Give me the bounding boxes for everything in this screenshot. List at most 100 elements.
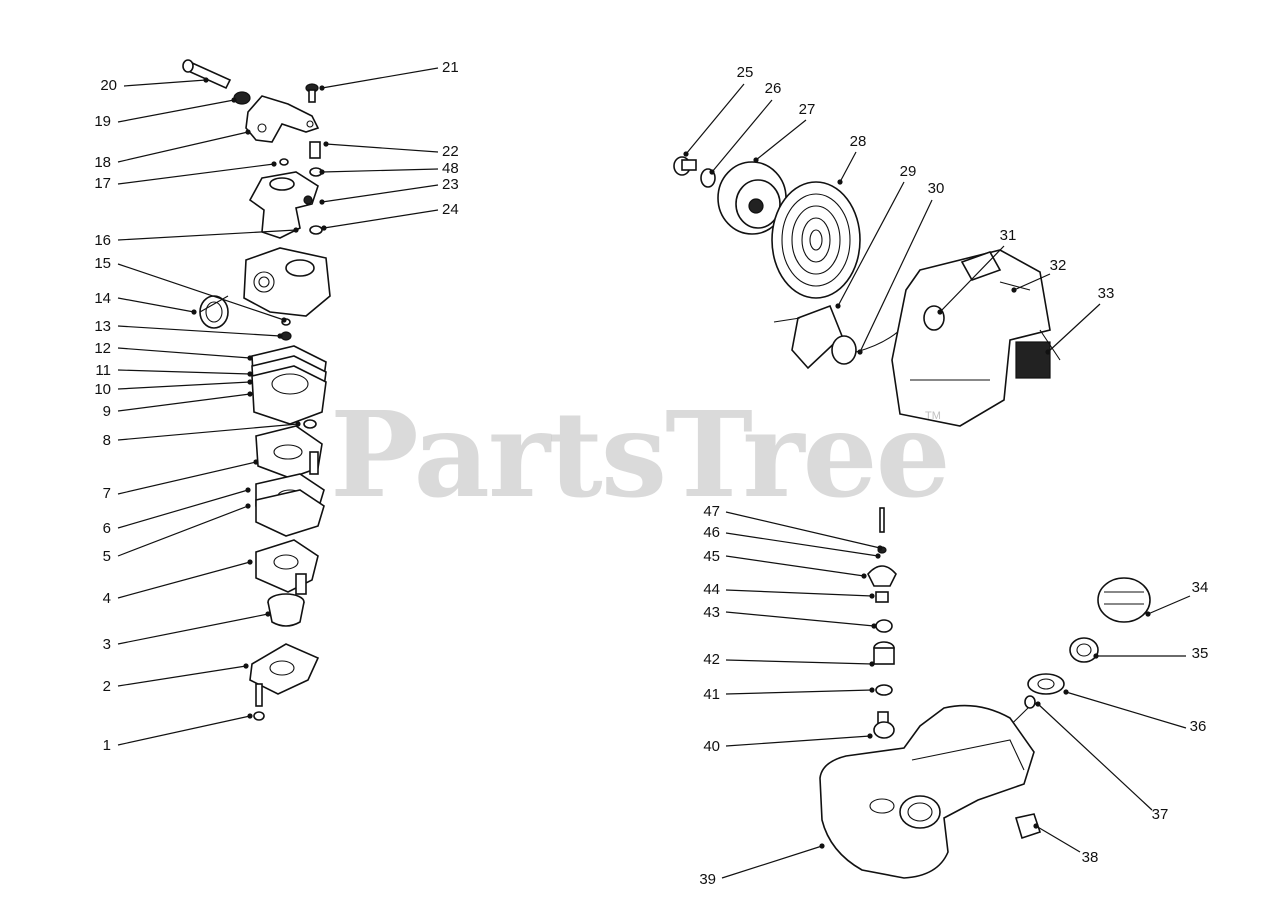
callout-35[interactable]: 35 bbox=[1093, 645, 1208, 662]
callout-label-40: 40 bbox=[703, 738, 720, 755]
callout-32[interactable]: 32 bbox=[1011, 257, 1066, 293]
callout-2[interactable]: 2 bbox=[103, 663, 249, 695]
part-40-mount[interactable] bbox=[873, 711, 895, 739]
part-12-9-gaskets[interactable] bbox=[251, 345, 327, 425]
part-18-lever[interactable] bbox=[245, 95, 320, 143]
callout-47[interactable]: 47 bbox=[703, 503, 883, 551]
callout-23[interactable]: 23 bbox=[319, 176, 459, 205]
callout-43[interactable]: 43 bbox=[703, 604, 877, 629]
callout-27[interactable]: 27 bbox=[753, 101, 815, 163]
callout-29[interactable]: 29 bbox=[835, 163, 916, 309]
callout-label-39: 39 bbox=[699, 871, 716, 888]
callout-1[interactable]: 1 bbox=[103, 713, 253, 754]
part-35-cap-insert[interactable] bbox=[1069, 637, 1099, 663]
part-24-washer[interactable] bbox=[309, 225, 323, 235]
part-2-gasket-plate[interactable] bbox=[249, 643, 320, 695]
callout-45[interactable]: 45 bbox=[703, 548, 867, 579]
callout-6[interactable]: 6 bbox=[103, 487, 251, 537]
part-27-pulley[interactable] bbox=[717, 161, 787, 235]
callout-17[interactable]: 17 bbox=[94, 161, 277, 192]
callout-33[interactable]: 33 bbox=[1045, 285, 1114, 355]
part-31-33-starter-housing[interactable] bbox=[891, 249, 1061, 427]
callout-15[interactable]: 15 bbox=[94, 255, 287, 323]
callout-39[interactable]: 39 bbox=[699, 843, 825, 888]
callout-9[interactable]: 9 bbox=[103, 391, 253, 420]
callout-36[interactable]: 36 bbox=[1063, 689, 1206, 735]
part-20-pin[interactable] bbox=[182, 59, 232, 90]
callout-48[interactable]: 48 bbox=[319, 160, 459, 177]
callout-7[interactable]: 7 bbox=[103, 459, 259, 502]
callout-34[interactable]: 34 bbox=[1145, 579, 1208, 617]
callout-label-43: 43 bbox=[703, 604, 720, 621]
callout-11[interactable]: 11 bbox=[95, 362, 253, 379]
part-44-spacer[interactable] bbox=[875, 591, 889, 603]
callout-label-46: 46 bbox=[703, 524, 720, 541]
part-17-screw[interactable] bbox=[279, 158, 289, 166]
part-4-cover[interactable] bbox=[255, 539, 319, 595]
part-39-fuel-tank[interactable] bbox=[819, 704, 1035, 879]
part-34-fuel-cap[interactable] bbox=[1097, 577, 1151, 623]
callout-18[interactable]: 18 bbox=[94, 129, 251, 171]
part-22-screw[interactable] bbox=[309, 141, 321, 159]
callout-31[interactable]: 31 bbox=[937, 227, 1016, 315]
part-47-screw[interactable] bbox=[879, 507, 885, 533]
callout-label-38: 38 bbox=[1082, 849, 1099, 866]
callout-42[interactable]: 42 bbox=[703, 651, 875, 668]
callout-21[interactable]: 21 bbox=[319, 59, 459, 91]
leader-line-36 bbox=[1065, 691, 1187, 729]
leader-dot-20 bbox=[203, 77, 209, 83]
leader-dot-21 bbox=[319, 85, 325, 91]
callout-38[interactable]: 38 bbox=[1033, 823, 1098, 866]
part-19-nut[interactable] bbox=[233, 91, 251, 105]
part-5-gasket[interactable] bbox=[255, 489, 325, 537]
part-42-bushing[interactable] bbox=[873, 641, 895, 665]
part-1-screw[interactable] bbox=[253, 683, 265, 721]
callout-label-4: 4 bbox=[103, 590, 111, 607]
part-29-handle[interactable] bbox=[773, 304, 857, 370]
callout-3[interactable]: 3 bbox=[103, 611, 271, 653]
callout-44[interactable]: 44 bbox=[703, 581, 875, 599]
leader-line-46 bbox=[725, 532, 879, 557]
leader-line-21 bbox=[321, 67, 439, 89]
part-38-grommet[interactable] bbox=[1014, 813, 1042, 840]
callout-41[interactable]: 41 bbox=[703, 686, 875, 703]
callout-25[interactable]: 25 bbox=[683, 64, 753, 157]
leader-line-42 bbox=[725, 659, 873, 665]
callout-22[interactable]: 22 bbox=[323, 141, 459, 160]
callout-4[interactable]: 4 bbox=[103, 559, 253, 607]
part-45-cap[interactable] bbox=[867, 565, 897, 587]
callout-40[interactable]: 40 bbox=[703, 733, 873, 755]
part-16-carb-body[interactable] bbox=[243, 247, 331, 317]
callout-14[interactable]: 14 bbox=[94, 290, 197, 315]
callout-26[interactable]: 26 bbox=[709, 80, 781, 175]
callout-13[interactable]: 13 bbox=[94, 318, 283, 339]
callout-5[interactable]: 5 bbox=[103, 503, 251, 565]
part-8-washer[interactable] bbox=[303, 419, 317, 429]
callout-label-30: 30 bbox=[928, 180, 945, 197]
part-23-throttle-body[interactable] bbox=[248, 171, 319, 239]
callout-label-25: 25 bbox=[737, 64, 754, 81]
part-41-washer[interactable] bbox=[875, 684, 893, 696]
part-14-seal-ring[interactable] bbox=[199, 295, 229, 329]
part-28-spring[interactable] bbox=[771, 181, 861, 299]
callout-28[interactable]: 28 bbox=[837, 133, 866, 185]
callout-label-26: 26 bbox=[765, 80, 782, 97]
callout-19[interactable]: 19 bbox=[94, 97, 237, 130]
part-43-washer[interactable] bbox=[875, 619, 893, 633]
callout-46[interactable]: 46 bbox=[703, 524, 881, 559]
callout-12[interactable]: 12 bbox=[94, 340, 253, 361]
callout-30[interactable]: 30 bbox=[857, 180, 944, 355]
callout-37[interactable]: 37 bbox=[1035, 701, 1168, 823]
part-21-screw[interactable] bbox=[305, 83, 319, 103]
callout-24[interactable]: 24 bbox=[321, 201, 459, 231]
callout-10[interactable]: 10 bbox=[94, 379, 253, 398]
part-36-gasket[interactable] bbox=[1027, 673, 1065, 695]
part-25-bolt[interactable] bbox=[673, 156, 697, 176]
callout-16[interactable]: 16 bbox=[94, 227, 299, 249]
leader-line-13 bbox=[117, 325, 281, 337]
part-3-filter-cup[interactable] bbox=[267, 593, 305, 627]
callout-8[interactable]: 8 bbox=[103, 421, 301, 449]
part-7-pump-body[interactable] bbox=[255, 425, 323, 479]
callout-20[interactable]: 20 bbox=[100, 77, 209, 94]
leader-dot-9 bbox=[247, 391, 253, 397]
